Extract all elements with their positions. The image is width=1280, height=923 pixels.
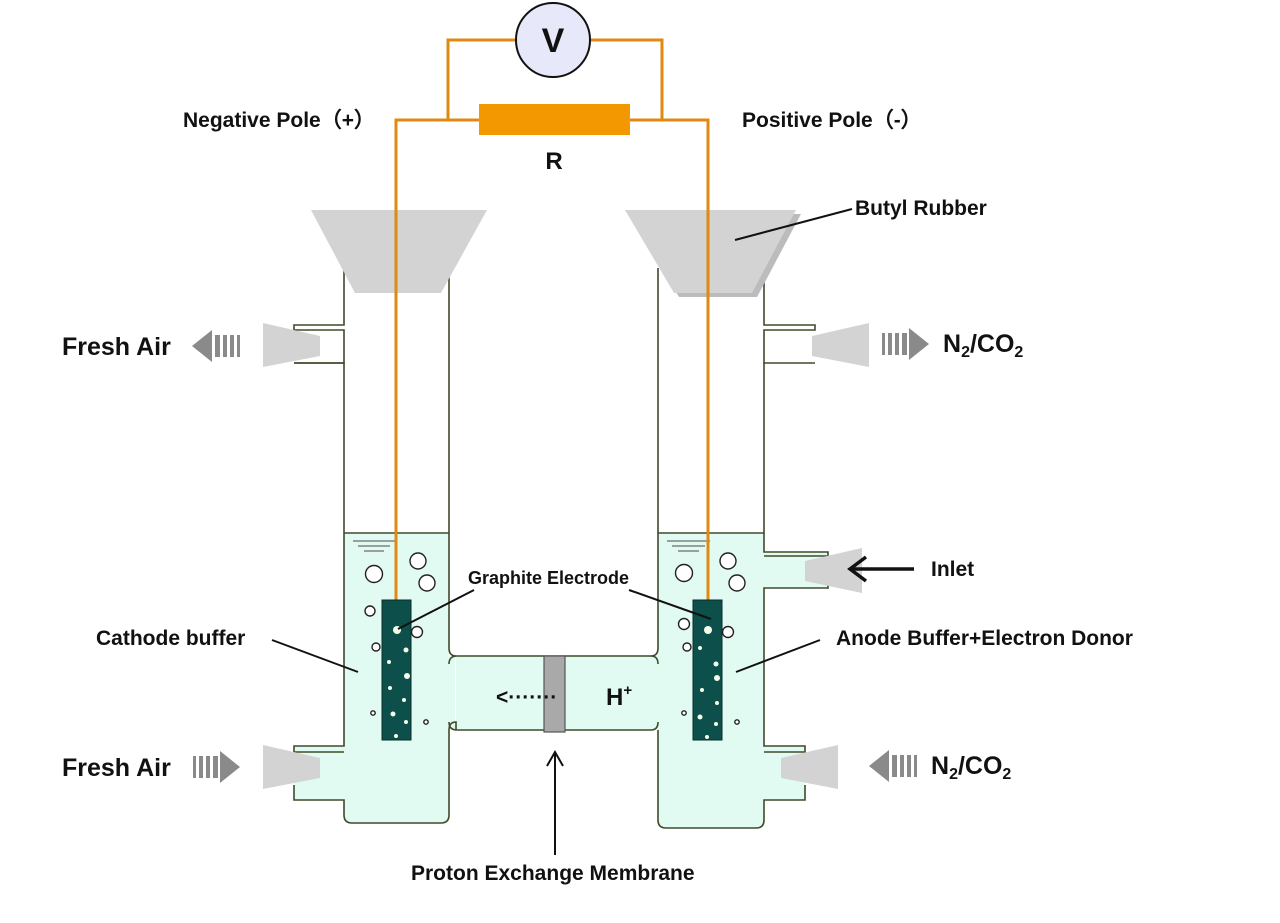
positive-pole-label: Positive Pole（-） (742, 108, 922, 132)
cathode-solution (294, 533, 455, 823)
cathode-top-port (263, 323, 320, 367)
cathode-bottom-port (263, 745, 320, 789)
anode-bottom-port (781, 745, 838, 789)
resistor (479, 104, 630, 135)
anode-electrode (692, 599, 723, 741)
fresh-air-bottom-label: Fresh Air (62, 754, 171, 782)
cathode-buffer-label: Cathode buffer (96, 627, 245, 650)
n2-co2-top-label: N2/CO2 (943, 330, 1023, 361)
butyl-rubber-label: Butyl Rubber (855, 197, 987, 220)
anode-top-port (812, 323, 869, 367)
graphite-electrode-label: Graphite Electrode (468, 568, 629, 588)
fresh-air-top-label: Fresh Air (62, 333, 171, 361)
inlet-label: Inlet (931, 558, 974, 581)
proton-label: H+ (606, 682, 632, 711)
cathode-bubbles (364, 552, 436, 725)
n2-co2-top-arrow-icon (882, 328, 929, 360)
pem-pointer-arrow (546, 749, 564, 855)
anode-buffer-label: Anode Buffer+Electron Donor (836, 627, 1133, 650)
fresh-air-bottom-arrow-icon (193, 751, 240, 783)
resistor-label: R (545, 148, 562, 175)
anode-inlet-port (805, 548, 862, 593)
anode-bubbles (674, 552, 746, 725)
cathode-stopper (311, 210, 487, 293)
voltmeter (515, 2, 591, 78)
anode-electrode-pores (697, 626, 720, 739)
fresh-air-top-arrow-icon (192, 330, 240, 362)
proton-arrow: <······· (496, 686, 557, 709)
anode-liquid-surface (667, 540, 710, 552)
cathode-electrode (381, 599, 412, 741)
cathode-electrode-pores (387, 626, 410, 738)
pem-label: Proton Exchange Membrane (411, 862, 695, 885)
voltmeter-label: V (542, 22, 565, 60)
n2-co2-bottom-label: N2/CO2 (931, 752, 1011, 783)
n2-co2-bottom-arrow-icon (869, 750, 917, 782)
anode-stopper (625, 210, 801, 297)
circuit-wires (394, 38, 710, 600)
cathode-liquid-surface (353, 540, 395, 552)
negative-pole-label: Negative Pole（+） (183, 108, 375, 132)
inlet-arrow-icon (847, 555, 914, 583)
leader-lines (271, 208, 853, 673)
proton-exchange-membrane (543, 655, 566, 733)
